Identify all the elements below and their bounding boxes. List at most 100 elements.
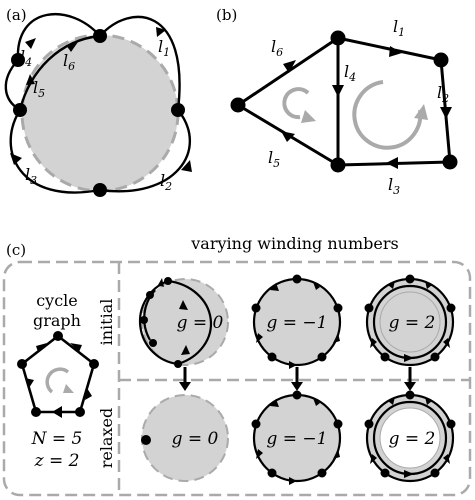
edge-label-l1: l1 <box>158 37 170 59</box>
arrow <box>25 378 34 388</box>
node <box>230 97 246 113</box>
initial-g0: g = 0 <box>138 277 229 368</box>
node <box>267 352 277 362</box>
node <box>330 157 346 173</box>
edge-label-l4: l4 <box>20 47 32 69</box>
inner-fill <box>379 407 441 469</box>
relaxed-g-1: g = −1 <box>251 390 343 485</box>
node <box>141 435 151 445</box>
node <box>13 103 27 117</box>
arrow <box>332 85 344 97</box>
panel-c-frame <box>2 260 472 497</box>
node <box>442 154 458 170</box>
disk <box>20 33 180 193</box>
circulation-left-head <box>301 110 316 123</box>
node <box>292 390 302 400</box>
node <box>93 29 107 43</box>
arrow <box>443 454 450 464</box>
edge-l3-arc <box>9 109 101 194</box>
arrow <box>10 153 22 165</box>
node <box>430 352 440 362</box>
node <box>446 303 456 313</box>
cycle-title-2: graph <box>33 311 81 330</box>
panel-a-label: (a) <box>6 6 27 24</box>
transition-arrow-head <box>404 382 416 391</box>
node <box>317 468 327 478</box>
arrow <box>158 278 164 287</box>
arrow <box>389 46 402 57</box>
edge-l4b-arc <box>4 59 21 112</box>
winding-label: g = 2 <box>389 429 436 449</box>
arrow <box>333 449 340 459</box>
node <box>140 316 148 324</box>
edge-label-l6: l6 <box>63 51 75 73</box>
panel-b: (b) l1 l2 l3 l4 l5 l6 <box>216 6 458 197</box>
node <box>251 419 261 429</box>
edge-label-l6: l6 <box>271 37 283 59</box>
cycle-title-1: cycle <box>36 291 78 310</box>
circulation-right-head <box>414 104 428 120</box>
arrow <box>85 388 92 400</box>
edge-label-l2: l2 <box>160 171 172 193</box>
arrow <box>26 74 35 85</box>
panel-c-header: varying winding numbers <box>190 234 398 253</box>
edge-label-l5: l5 <box>33 78 45 100</box>
winding-label: g = 2 <box>389 313 436 333</box>
node <box>333 303 343 313</box>
arrow <box>313 282 320 290</box>
inner-fill <box>379 291 441 353</box>
param-z: z = 2 <box>34 451 80 471</box>
transition-arrow-head <box>179 382 191 391</box>
edge-l1 <box>337 36 442 62</box>
panel-a: (a) l1 l2 l3 l4 l5 l6 <box>4 6 192 197</box>
node <box>446 419 456 429</box>
edge-label-l2: l2 <box>437 83 449 105</box>
node <box>93 183 107 197</box>
arrow <box>270 399 279 407</box>
node <box>330 30 346 46</box>
arrow <box>370 338 377 348</box>
arrow <box>179 300 188 310</box>
arrow <box>181 345 190 355</box>
circulation-left <box>282 87 310 120</box>
edge-l6-arc <box>18 34 101 111</box>
arrow <box>404 354 414 362</box>
edge <box>138 279 179 366</box>
relaxed-g0: g = 0 <box>141 394 229 482</box>
transition-arrow-head <box>291 382 303 391</box>
arrow <box>333 333 340 343</box>
arrow <box>181 160 192 172</box>
arrow <box>52 406 62 418</box>
arrow <box>70 343 82 352</box>
arrow <box>388 281 395 289</box>
edge-l2-arc <box>99 109 191 193</box>
node <box>267 468 277 478</box>
edge-label-l1: l1 <box>393 17 405 39</box>
edge-label-l3: l3 <box>25 165 37 187</box>
node <box>364 303 374 313</box>
arrow <box>443 338 450 348</box>
arrow <box>289 477 297 485</box>
node <box>317 352 327 362</box>
arrow <box>425 281 432 289</box>
panel-b-label: (b) <box>216 6 237 24</box>
initial-g-1: g = −1 <box>251 274 343 369</box>
param-N: N = 5 <box>31 429 83 449</box>
node <box>146 291 154 299</box>
node <box>89 359 99 369</box>
arrow <box>283 60 296 73</box>
node <box>149 339 157 347</box>
arrow <box>281 131 295 142</box>
arrow <box>388 397 395 405</box>
edge-label-l4: l4 <box>344 62 356 84</box>
edge-label-l3: l3 <box>388 175 400 197</box>
arrow <box>36 343 47 352</box>
arrow <box>289 361 297 369</box>
node <box>251 303 261 313</box>
node <box>171 103 185 117</box>
circulation-head <box>63 384 74 393</box>
node <box>405 274 415 284</box>
panel-c: (c) varying winding numbers cycle graph … <box>2 234 472 497</box>
edge <box>167 279 213 366</box>
